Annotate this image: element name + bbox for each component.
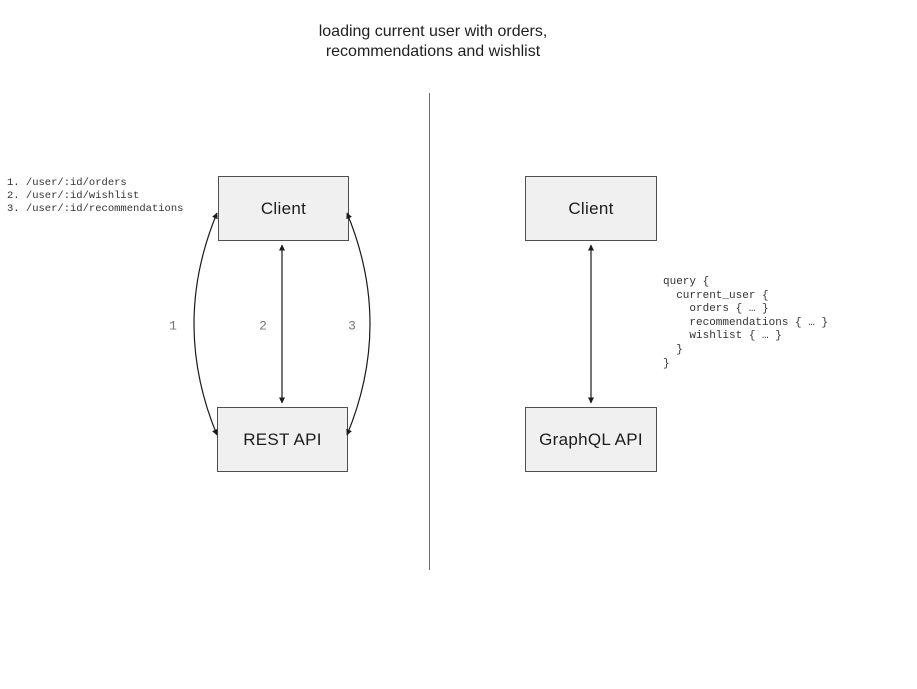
rest-arrow-1-curved (193, 212, 218, 436)
arrow-label-3: 3 (348, 318, 356, 334)
arrow-label-1: 1 (169, 318, 177, 334)
diagram-title: loading current user with orders, recomm… (183, 22, 683, 62)
graphql-client-label: Client (568, 198, 614, 218)
rest-client-box: Client (218, 176, 349, 241)
rest-endpoint-list: 1. /user/:id/orders 2. /user/:id/wishlis… (7, 177, 184, 215)
graphql-query-text: query { current_user { orders { … } reco… (663, 276, 829, 370)
graphql-api-box: GraphQL API (525, 407, 657, 472)
arrow-label-2: 2 (259, 318, 267, 334)
graphql-client-box: Client (525, 176, 657, 241)
title-line-2: recommendations and wishlist (325, 43, 541, 60)
rest-api-label: REST API (243, 429, 322, 449)
rest-client-label: Client (260, 198, 307, 218)
rest-api-box: REST API (217, 407, 348, 472)
graphql-api-label: GraphQL API (539, 429, 643, 449)
title-line-1: loading current user with orders, (318, 23, 548, 40)
panel-divider (428, 93, 430, 570)
